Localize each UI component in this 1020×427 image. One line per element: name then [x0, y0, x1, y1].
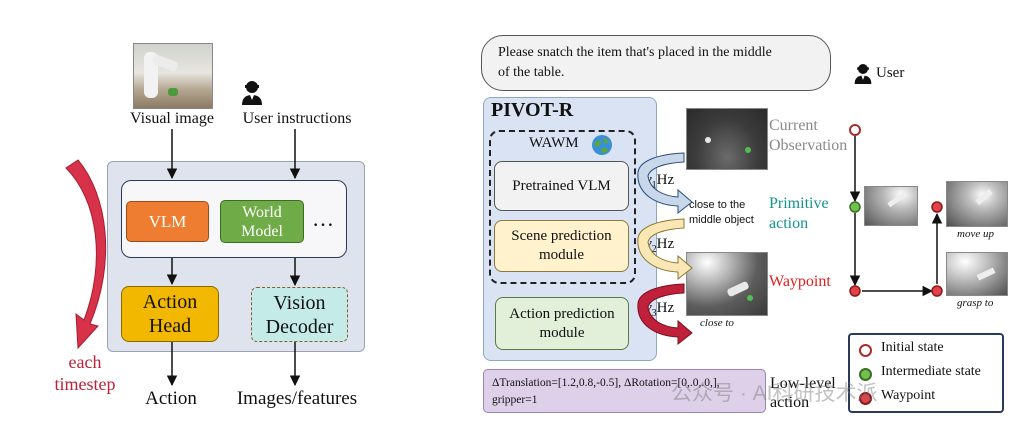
move-up-image: [946, 181, 1008, 227]
images-output-label: Images/features: [236, 388, 358, 409]
visual-image: [133, 43, 213, 109]
pivot-title: PIVOT-R: [491, 99, 574, 121]
action-prediction-box: Action prediction module: [495, 297, 629, 350]
user-icon: [240, 80, 264, 106]
low-level-line1: ΔTranslation=[1.2,0.8,-0.5], ΔRotation=[…: [492, 377, 720, 389]
wawm-label: WAWM: [529, 135, 579, 151]
grasp-to-caption: grasp to: [957, 297, 994, 309]
trajectory-waypoint-node: [931, 285, 943, 297]
trajectory-intermediate-image: [864, 186, 918, 226]
waypoint-label: Waypoint: [769, 273, 831, 290]
close-to-middle-label: close to the middle object: [689, 198, 754, 228]
object-shape: [168, 88, 178, 96]
world-model-label-line2: Model: [241, 222, 283, 240]
v1-curved-arrow: [637, 152, 693, 215]
move-up-caption: move up: [957, 228, 994, 240]
action-head-box: Action Head: [121, 286, 219, 342]
v2-curved-arrow: [637, 218, 693, 281]
each-label: each: [68, 352, 102, 372]
timestep-label: timestep: [54, 374, 116, 394]
v1-hz: Hz: [656, 172, 675, 188]
world-model-box: World Model: [220, 200, 304, 243]
v2-hz: Hz: [656, 236, 675, 252]
user-instructions-label: User instructions: [242, 110, 352, 127]
action-label: action: [770, 394, 810, 411]
scene-prediction-line1: Scene prediction: [511, 228, 612, 244]
close-to-caption: close to: [700, 317, 734, 329]
vision-decoder-box: Vision Decoder: [251, 287, 348, 342]
vision-decoder-label-line1: Vision: [273, 291, 326, 314]
low-level-line2: gripper=1: [492, 394, 538, 406]
v3-hz: Hz: [656, 300, 675, 316]
legend-initial-marker: [859, 344, 872, 357]
current-observation-image: [686, 108, 768, 170]
trajectory-initial-node: [849, 124, 861, 136]
instruction-line1: Please snatch the item that's placed in …: [498, 45, 772, 60]
legend-initial-label: Initial state: [881, 340, 944, 355]
user-label: User: [876, 65, 905, 81]
vision-decoder-label-line2: Decoder: [265, 315, 334, 338]
v2-subscript: 2: [651, 244, 657, 255]
legend-waypoint-label: Waypoint: [881, 388, 936, 403]
visual-image-label: Visual image: [130, 110, 214, 127]
instruction-line2: of the table.: [498, 65, 565, 80]
current-observation-label: Current Observation: [769, 116, 847, 156]
legend-box: [848, 333, 1004, 413]
primitive-label: Primitive: [769, 195, 829, 212]
each-timestep-arrow: [65, 159, 107, 350]
legend-intermediate-marker: [859, 368, 872, 381]
legend-waypoint-marker: [859, 392, 872, 405]
instruction-bubble: Please snatch the item that's placed in …: [481, 35, 831, 91]
scene-prediction-line2: module: [539, 247, 584, 263]
low-level-action-label: Low-level action: [770, 374, 836, 412]
trajectory-intermediate-node: [849, 201, 861, 213]
v3-subscript: 3: [651, 308, 657, 319]
pretrained-vlm-box: Pretrained VLM: [494, 161, 629, 211]
v1-subscript: 1: [651, 180, 657, 191]
user-icon: [853, 62, 873, 86]
scene-prediction-box: Scene prediction module: [494, 220, 629, 272]
action-label: action: [769, 215, 809, 232]
wawm-container: [489, 130, 636, 284]
object-shape: [745, 147, 751, 153]
low-level-label: Low-level: [770, 375, 836, 392]
vlm-label: VLM: [148, 211, 187, 231]
world-model-label-line1: World: [242, 203, 282, 221]
waypoint-image: [686, 252, 768, 316]
object-shape: [705, 137, 711, 143]
observation-label: Observation: [769, 137, 848, 154]
action-prediction-line1: Action prediction: [509, 305, 615, 322]
trajectory-waypoint-node: [931, 201, 943, 213]
object-shape: [747, 295, 753, 301]
action-head-label-line2: Head: [148, 315, 192, 337]
grasp-to-image: [946, 252, 1008, 296]
current-label: Current: [769, 117, 818, 134]
globe-icon: [591, 134, 613, 156]
close-to-middle-line1: close to the: [689, 199, 746, 211]
ellipsis: …: [312, 206, 334, 231]
each-timestep-label: each timestep: [40, 351, 130, 395]
v3-curved-arrow: [637, 283, 693, 346]
low-level-action-box: ΔTranslation=[1.2,0.8,-0.5], ΔRotation=[…: [483, 369, 766, 413]
action-prediction-line2: module: [539, 324, 585, 341]
vlm-box: VLM: [126, 201, 209, 242]
watermark: 公众号 · AI科研技术派: [671, 382, 878, 405]
trajectory-waypoint-node: [849, 285, 861, 297]
action-output-label: Action: [145, 388, 197, 409]
action-head-label-line1: Action: [142, 291, 198, 313]
pretrained-vlm-label: Pretrained VLM: [512, 177, 611, 194]
close-to-middle-line2: middle object: [689, 214, 754, 226]
legend-intermediate-label: Intermediate state: [881, 364, 981, 379]
primitive-action-label: Primitive action: [769, 194, 829, 234]
